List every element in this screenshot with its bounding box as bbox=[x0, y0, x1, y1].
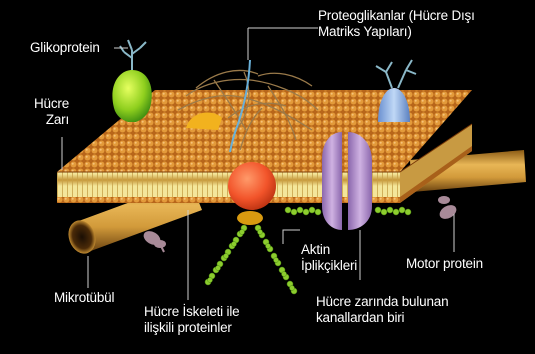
label-membrane-channel: Hücre zarında bulunan kanallardan biri bbox=[316, 294, 448, 326]
label-actin: Aktin İplikçikleri bbox=[301, 242, 357, 274]
label-motor-protein: Motor protein bbox=[406, 256, 483, 272]
label-glycoprotein: Glikoprotein bbox=[30, 40, 100, 56]
motor-protein-left bbox=[141, 228, 166, 252]
actin-filament-right bbox=[255, 225, 297, 294]
peripheral-protein-orange bbox=[228, 162, 276, 210]
glycoprotein-shape bbox=[112, 40, 151, 122]
label-microtubule: Mikrotübül bbox=[54, 290, 114, 306]
label-cell-membrane: Hücre Zarı bbox=[34, 96, 69, 128]
actin-filament-left bbox=[205, 225, 247, 285]
motor-protein-right bbox=[437, 196, 459, 222]
label-proteoglycans: Proteoglikanlar (Hücre Dışı Matriks Yapı… bbox=[318, 8, 475, 40]
anchor-protein bbox=[237, 211, 263, 225]
label-cytoskeleton-proteins: Hücre İskeleti ile ilişkili proteinler bbox=[144, 304, 239, 336]
